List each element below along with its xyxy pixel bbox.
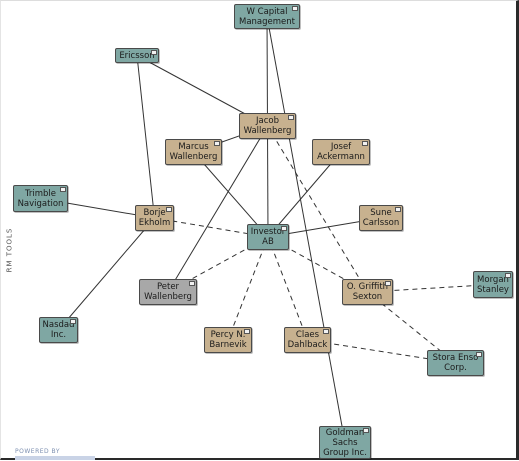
node-trimble-navigation[interactable]: Trimble Navigation [13,185,68,212]
expand-icon[interactable] [363,428,369,433]
expand-icon[interactable] [189,281,195,286]
expand-icon[interactable] [281,226,287,231]
node-sune-carlsson[interactable]: Sune Carlsson [359,205,403,231]
expand-icon[interactable] [323,329,329,334]
node-w-capital-management[interactable]: W Capital Management [234,4,300,29]
expand-icon[interactable] [385,281,391,286]
expand-icon[interactable] [244,329,250,334]
node-stora-enso-corp[interactable]: Stora Enso Corp. [427,350,484,376]
expand-icon[interactable] [476,352,482,357]
edge-investor-claes [267,236,308,341]
node-percy-barnevik[interactable]: Percy N. Barnevik [204,327,252,353]
expand-icon[interactable] [362,141,368,146]
expand-icon[interactable] [166,207,172,212]
node-investor-ab[interactable]: Investor AB [247,224,289,250]
expand-icon[interactable] [292,6,298,11]
edge-investor-percy [227,236,269,341]
node-peter-wallenberg[interactable]: Peter Wallenberg [139,279,197,305]
edge-jacob-peter [167,125,268,293]
node-borje-ekholm[interactable]: Borje Ekholm [135,205,174,231]
node-nasdad-inc[interactable]: Nasdad Inc. [39,317,78,343]
expand-icon[interactable] [214,141,220,146]
expand-icon[interactable] [70,319,76,324]
node-claes-dahlback[interactable]: Claes Dahlback [284,327,331,353]
edge-josef-investor [267,151,342,238]
edge-marcus-investor [193,151,269,238]
edge-wcap-goldman [266,16,346,443]
powered-by-label: POWERED BY [15,448,61,455]
edge-ericsson-borje [136,55,155,219]
node-o-griffith-sexton[interactable]: O. Griffith Sexton [342,279,393,305]
node-ericsson[interactable]: Ericsson [115,48,159,63]
edge-borje-nasdaq [58,217,155,331]
expand-icon[interactable] [151,50,157,55]
node-josef-ackermann[interactable]: Josef Ackermann [312,139,370,165]
side-label: RM TOOLS [5,227,14,273]
node-marcus-wallenberg[interactable]: Marcus Wallenberg [165,139,222,165]
expand-icon[interactable] [60,187,66,192]
expand-icon[interactable] [395,207,401,212]
powered-by-logo [15,456,95,460]
node-jacob-wallenberg[interactable]: Jacob Wallenberg [239,113,296,139]
edge-claes-stora [307,339,456,364]
expand-icon[interactable] [505,273,511,278]
expand-icon[interactable] [288,115,294,120]
node-goldman-sachs[interactable]: Goldman Sachs Group Inc. [319,426,371,459]
node-morgan-stanley[interactable]: Morgan Stanley [473,271,513,298]
